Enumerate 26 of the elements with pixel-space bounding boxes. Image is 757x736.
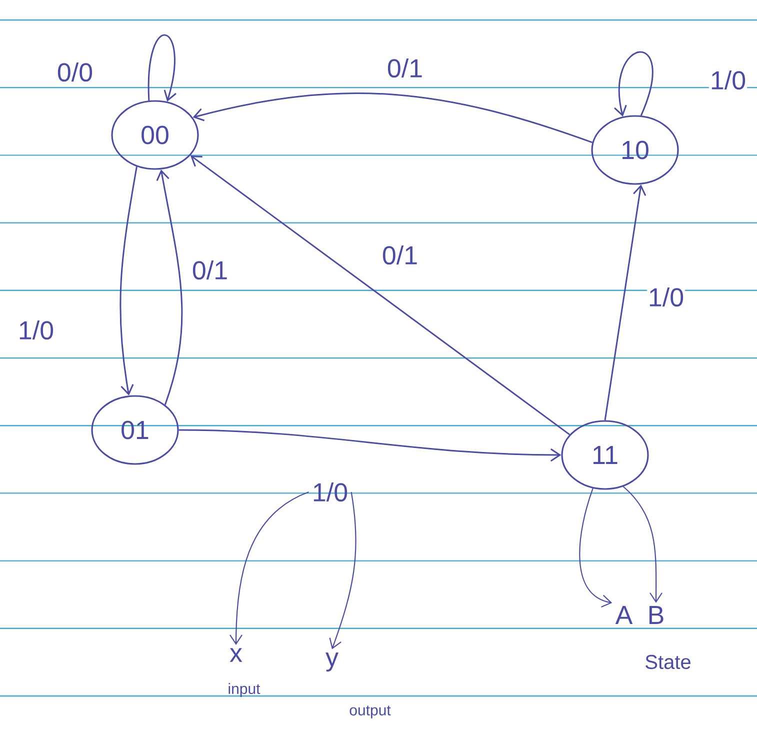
edge-label: 1/0 xyxy=(708,69,748,91)
transition-arrow xyxy=(192,92,592,144)
edge-label: 1/0 xyxy=(646,286,686,308)
self-loop-arrow xyxy=(614,51,654,117)
transition-arrow xyxy=(178,429,562,462)
leader-line xyxy=(622,486,662,603)
self-loop-arrow xyxy=(148,34,176,102)
edge-label: 0/1 xyxy=(190,259,230,281)
transition-arrow xyxy=(120,166,138,396)
leader-line xyxy=(579,488,612,608)
handwritten-label: B xyxy=(649,606,664,624)
edge-label: 0/0 xyxy=(56,61,94,83)
leader-line xyxy=(329,492,356,650)
transition-arrow xyxy=(604,184,646,420)
annotation-text: input xyxy=(228,683,260,697)
edge-label: 0/1 xyxy=(380,244,420,266)
handwritten-label: x xyxy=(230,648,242,662)
annotation-text: output xyxy=(350,706,391,718)
leader-line xyxy=(230,492,309,645)
handwritten-label: A xyxy=(615,606,633,624)
transition-arrow xyxy=(190,155,570,436)
edge-label: 0/1 xyxy=(386,57,424,79)
edge-label: 1/0 xyxy=(16,319,56,341)
annotation-text: State xyxy=(646,654,690,670)
handwritten-label: y xyxy=(326,652,338,672)
transition-arrow xyxy=(156,169,183,405)
